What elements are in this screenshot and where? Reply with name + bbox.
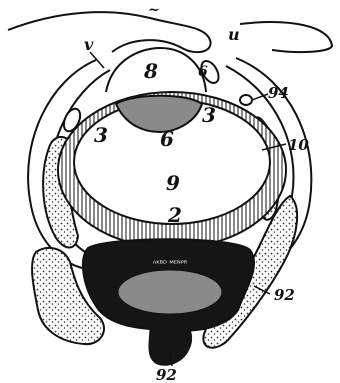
label-3-left: 3: [94, 123, 108, 147]
label-92-right: 92: [274, 286, 295, 304]
outer-membrane-top: [8, 12, 211, 52]
small-oval-right: [240, 95, 252, 105]
bottom-gray-blob: [118, 270, 222, 314]
label-3-right: 3: [202, 103, 216, 127]
label-10: 10: [288, 136, 309, 154]
label-6-small: 6: [198, 64, 208, 80]
label-top: ~: [148, 2, 160, 18]
label-v-left: v: [84, 35, 94, 54]
label-2: 2: [167, 203, 182, 227]
label-8: 8: [143, 59, 158, 83]
band-text: ᴬᴷᴮᴰ ᴹᴱᴺᴾᴿ: [153, 259, 188, 268]
label-92-bottom: 92: [156, 366, 177, 383]
label-u-right: u: [228, 25, 240, 44]
pointer-v: [90, 52, 104, 68]
label-6-center: 6: [160, 127, 174, 151]
label-9: 9: [166, 171, 180, 195]
outer-membrane-right: [240, 22, 332, 52]
label-94: 94: [268, 84, 289, 102]
